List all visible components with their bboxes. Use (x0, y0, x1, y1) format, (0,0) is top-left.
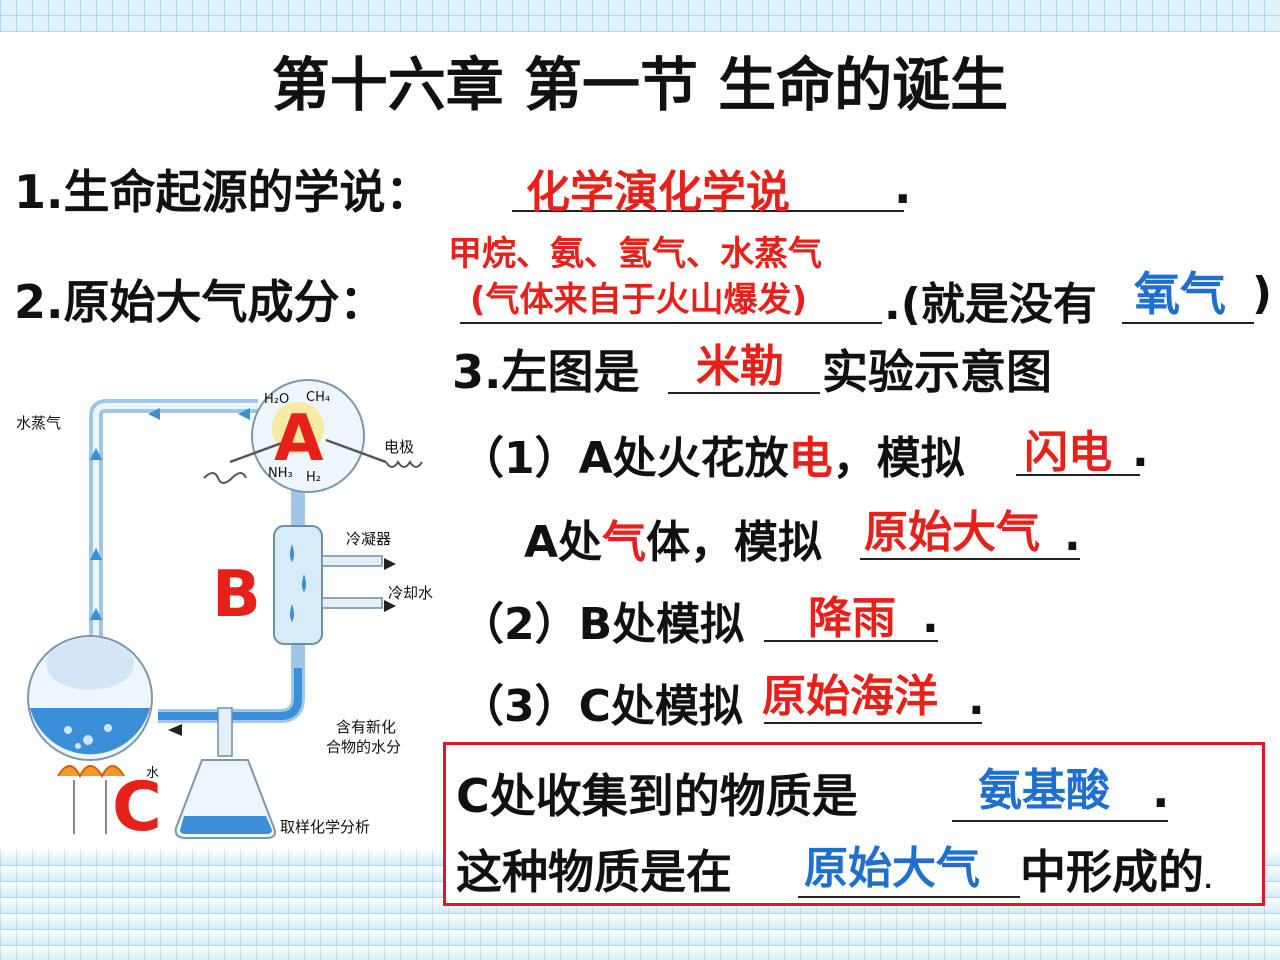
q3-2-answer: 降雨 (808, 593, 896, 644)
electrode-right (325, 438, 387, 464)
q2-label: 2.原始大气成分： (14, 275, 386, 329)
q3-1b-blank (860, 558, 1080, 560)
box-line1-answer: 氨基酸 (978, 765, 1110, 816)
label-h2o: H₂O (264, 392, 290, 407)
condenser-outlet (321, 555, 383, 567)
q3-1-prefix-text: （1）A处火花放 (460, 433, 789, 484)
cooling-arrows (384, 558, 396, 612)
q3-1-mid: ，模拟 (832, 433, 965, 484)
summary-box (443, 742, 1265, 906)
q3-3-answer: 原始海洋 (762, 671, 938, 722)
boiling-water (30, 708, 150, 755)
marker-a: A (274, 402, 324, 476)
miller-experiment-diagram (27, 379, 423, 839)
box-line2-blank (798, 896, 1020, 898)
label-water-compounds-2: 合物的水分 (326, 738, 402, 756)
q3-1b-highlight: 气 (602, 517, 647, 568)
sampling-stopcock (217, 707, 233, 757)
steam-cloud (46, 638, 134, 690)
sampling-water (180, 816, 272, 834)
q2-end: ) (1252, 268, 1273, 319)
label-nh3: NH₃ (268, 466, 293, 481)
q3-2-end: . (922, 592, 939, 643)
q2-blank-2 (1122, 322, 1254, 324)
page-title: 第十六章 第一节 生命的诞生 (271, 51, 1009, 119)
box-line1-prefix: C处收集到的物质是 (456, 769, 858, 823)
q3-1-highlight: 电 (788, 433, 833, 484)
q3-blank (668, 392, 820, 394)
box-line2-end: . (1204, 869, 1213, 894)
label-h2: H₂ (306, 470, 321, 485)
q3-1b-prefix-text: A处 (524, 517, 603, 568)
label-cooling-water: 冷却水 (388, 584, 434, 602)
marker-c: C (112, 768, 162, 847)
wire-right (385, 460, 423, 468)
rightward-arrows (148, 408, 250, 420)
burner-flame (57, 765, 125, 779)
q2-answer-line1: 甲烷、氨、氢气、水蒸气 (448, 234, 822, 274)
steam-tube-inner (93, 403, 258, 668)
label-water-compounds-1: 含有新化 (336, 718, 397, 736)
label-condenser: 冷凝器 (346, 530, 392, 548)
q3-1b-answer: 原始大气 (864, 507, 1040, 558)
label-ch4: CH₄ (306, 390, 331, 405)
q3-3-end: . (968, 674, 985, 725)
q3-2-blank (764, 640, 938, 642)
wire-left (203, 472, 247, 484)
leftward-arrow (168, 724, 182, 736)
q3-3-blank (764, 722, 982, 724)
q3-2-prefix: （2）B处模拟 (460, 599, 745, 650)
q1-blank (512, 210, 904, 212)
top-tile-band (0, 0, 1280, 32)
box-line1-end: . (1152, 764, 1170, 818)
q1-label: 1.生命起源的学说： (14, 165, 432, 219)
q2-answer2: 氧气 (1134, 267, 1226, 321)
box-line2-suffix-text: 中形成的 (1020, 845, 1204, 899)
q2-answer-line2: (气体来自于火山爆发) (470, 280, 808, 320)
q3-1b-end: . (1064, 510, 1081, 561)
condenser-jacket (273, 525, 323, 645)
electrode-left (229, 438, 291, 464)
q2-blank (460, 322, 882, 324)
q3-3-prefix: （3）C处模拟 (460, 681, 743, 732)
q3-suffix: 实验示意图 (822, 345, 1052, 399)
box-line1-blank (952, 820, 1168, 822)
q3-1-prefix: （1）A处火花放电，模拟 (460, 422, 965, 486)
q3-1b-mid: 体，模拟 (646, 517, 823, 568)
box-line2-answer: 原始大气 (804, 843, 980, 894)
rain-drops (290, 544, 306, 622)
label-electrode: 电极 (384, 438, 415, 456)
return-water (158, 668, 302, 720)
q3-prefix: 3.左图是 (452, 345, 640, 399)
marker-b: B (212, 558, 261, 632)
q1-answer: 化学演化学说 (526, 167, 790, 218)
label-sampling: 取样化学分析 (280, 818, 371, 836)
q3-1-end: . (1132, 426, 1149, 477)
q3-1-blank (1016, 474, 1140, 476)
q3-answer: 米勒 (696, 341, 784, 392)
q3-1-answer: 闪电 (1024, 427, 1112, 478)
box-line2-suffix: 中形成的. (1020, 836, 1212, 902)
q3-1b-prefix: A处气体，模拟 (524, 506, 822, 570)
label-water: 水 (146, 766, 160, 781)
q2-mid: .(就是没有 (884, 279, 1097, 330)
box-line2-prefix: 这种物质是在 (456, 845, 732, 899)
condenser-inlet (321, 597, 383, 609)
label-steam: 水蒸气 (16, 414, 62, 432)
q1-end: . (894, 160, 912, 214)
